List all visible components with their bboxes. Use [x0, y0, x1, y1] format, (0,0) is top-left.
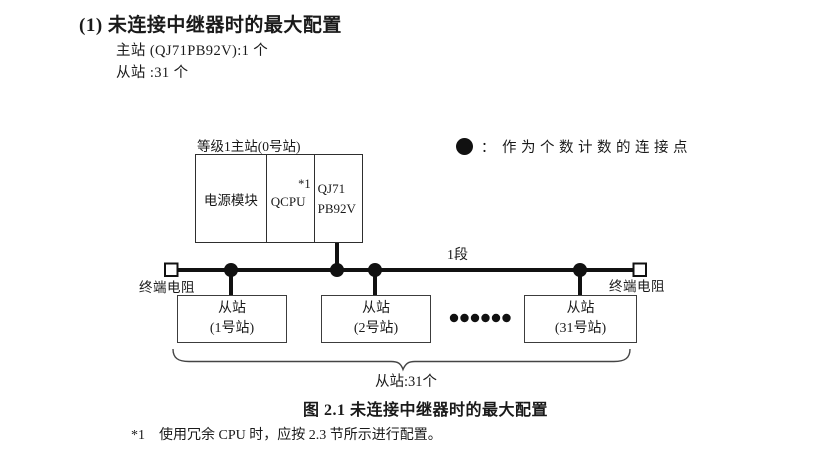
footnote-marker: *1 [131, 428, 145, 443]
cpu-footnote-ref: *1 [298, 177, 311, 191]
ellipsis-dots-icon [449, 313, 511, 323]
slave-station-box-31: 从站 (31号站) [524, 295, 637, 343]
segment-label: 1段 [447, 248, 468, 263]
left-terminator-label: 终端电阻 [139, 280, 195, 295]
master-spec-line: 主站 (QJ71PB92V):1 个 [116, 43, 269, 59]
left-terminator-icon [164, 262, 179, 277]
network-module-name-line1: QJ71 [317, 181, 346, 196]
slave-box-label: 从站 [566, 301, 595, 317]
slave-box-number: (1号站) [209, 321, 255, 336]
legend-text: 作为个数计数的连接点 [502, 140, 692, 156]
slave-box-number: (2号站) [353, 321, 399, 336]
connection-point-icon [330, 263, 344, 277]
network-module-cell: QJ71 PB92V [313, 155, 362, 242]
cpu-module-cell: *1 QCPU [265, 155, 314, 242]
footnote-text: 使用冗余 CPU 时，应按 2.3 节所示进行配置。 [159, 428, 442, 443]
legend-separator: ： [481, 140, 495, 156]
slave-count-brace [172, 348, 631, 372]
connection-point-icon [368, 263, 382, 277]
power-module-cell: 电源模块 [203, 192, 258, 208]
network-module-name-line2: PB92V [317, 200, 356, 216]
cpu-module-name: QCPU [270, 194, 306, 209]
slave-station-box-1: 从站 (1号站) [177, 295, 287, 343]
figure-caption: 图 2.1 未连接中继器时的最大配置 [303, 402, 549, 419]
master-station-box: 电源模块 *1 QCPU QJ71 PB92V [195, 154, 363, 243]
section-heading: (1) 未连接中继器时的最大配置 [79, 15, 342, 36]
connection-point-legend-icon [456, 138, 473, 155]
slave-box-label: 从站 [218, 301, 246, 317]
slave-station-box-2: 从站 (2号站) [321, 295, 431, 343]
slave-total-label: 从站:31个 [374, 374, 438, 390]
right-terminator-icon [632, 262, 647, 277]
legend: ： 作为个数计数的连接点 [456, 136, 692, 157]
right-terminator-label: 终端电阻 [609, 279, 665, 294]
slave-box-number: (31号站) [554, 321, 607, 336]
connection-point-icon [573, 263, 587, 277]
master-station-label: 等级1主站(0号站) [197, 139, 301, 154]
slave-box-label: 从站 [362, 301, 390, 317]
connection-point-icon [224, 263, 238, 277]
slave-spec-line: 从站 :31 个 [116, 65, 189, 81]
footnote: *1 使用冗余 CPU 时，应按 2.3 节所示进行配置。 [131, 424, 442, 444]
